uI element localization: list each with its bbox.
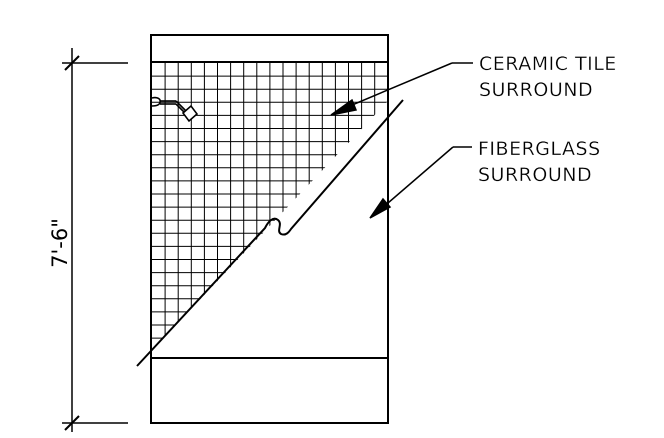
fiberglass-label-line2: SURROUND	[478, 164, 592, 186]
break-line-icon	[136, 99, 404, 367]
fiberglass-label: FIBERGLASS	[478, 138, 601, 160]
fiberglass-leader	[369, 146, 472, 219]
shower-head-icon	[151, 96, 199, 123]
ceramic-tile-label-line2: SURROUND	[479, 79, 593, 101]
ceramic-tile-label: CERAMIC TILE	[479, 53, 617, 75]
ceramic-tile-leader	[330, 62, 473, 116]
enclosure-outline	[150, 34, 389, 424]
height-dimension	[62, 48, 128, 432]
height-dimension-label: 7'-6"	[48, 218, 72, 268]
